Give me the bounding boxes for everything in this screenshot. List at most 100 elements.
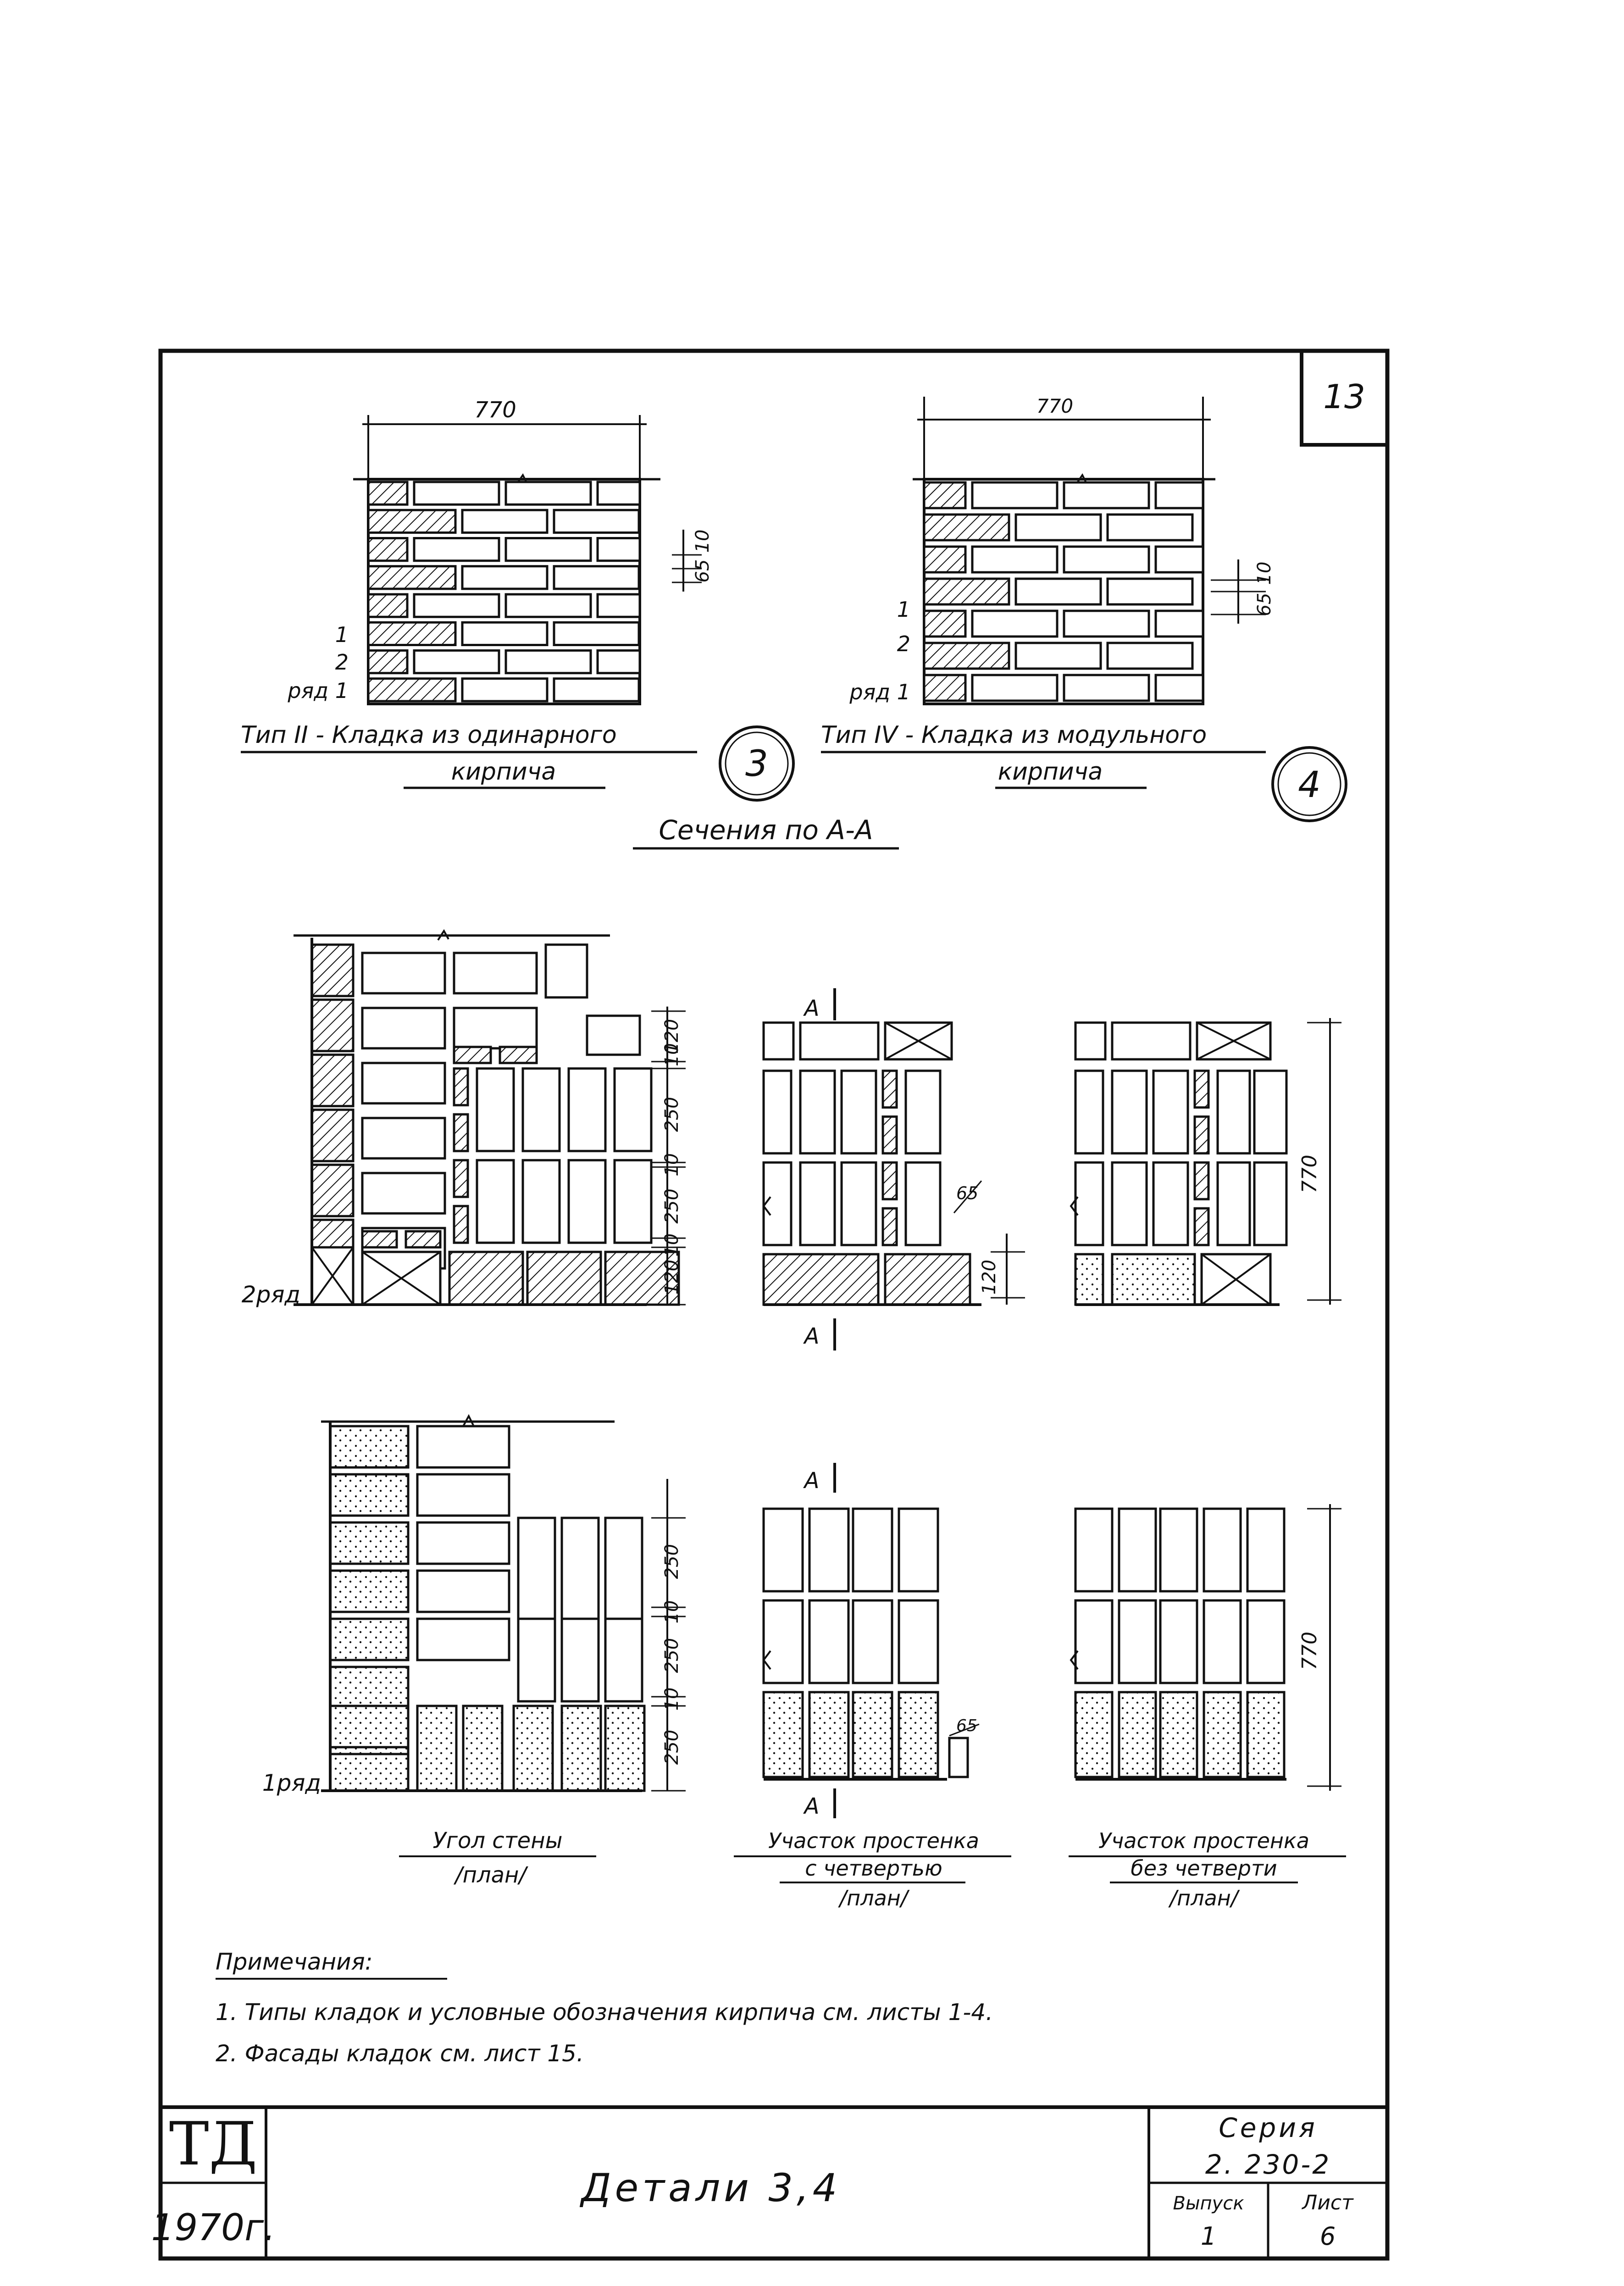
- brick: [453, 1007, 538, 1050]
- corner1-dim: 10: [661, 1600, 682, 1624]
- d3-row-label: ряд 1: [287, 678, 349, 703]
- brick-dotted: [1074, 1691, 1114, 1778]
- brick-dotted: [1118, 1691, 1157, 1778]
- brick: [416, 1569, 510, 1613]
- brick-dotted: [329, 1753, 410, 1792]
- d4-brick-wall: [923, 478, 1204, 705]
- brick: [1063, 674, 1150, 702]
- brick: [852, 1599, 893, 1684]
- brick-cut: [367, 481, 409, 506]
- brick: [1159, 1507, 1198, 1593]
- brick-cut: [367, 593, 409, 618]
- brick: [361, 1117, 446, 1160]
- brick: [1014, 642, 1102, 670]
- d4-title-line2: кирпича: [998, 758, 1103, 786]
- brick: [1111, 1161, 1148, 1246]
- brick-dotted: [808, 1691, 850, 1778]
- brick-dotted: [604, 1705, 646, 1792]
- brick: [1111, 1069, 1148, 1155]
- brick: [1253, 1161, 1288, 1246]
- svg-text:/план/: /план/: [453, 1862, 528, 1888]
- brick-cut: [1193, 1207, 1210, 1246]
- brick-dotted: [329, 1666, 410, 1710]
- cross-line: [361, 1251, 441, 1306]
- brick-dotted: [329, 1521, 410, 1565]
- brick-dotted: [416, 1705, 458, 1792]
- title-block: ТД 1970г. Детали 3,4 Серия 2. 230-2 Выпу…: [151, 2105, 1387, 2258]
- corner2-dim: 250: [661, 1097, 682, 1132]
- brick: [416, 1473, 510, 1517]
- brick: [596, 649, 641, 675]
- brick-dotted: [560, 1705, 602, 1792]
- brick: [361, 1062, 446, 1105]
- brick-dotted: [329, 1425, 410, 1469]
- svg-text:Участок простенка: Участок простенка: [768, 1828, 979, 1853]
- brick: [1074, 1021, 1107, 1061]
- noquarter-plan-row2: 770: [1070, 1018, 1341, 1306]
- brick: [762, 1161, 793, 1246]
- brick: [461, 565, 549, 590]
- brick: [1074, 1507, 1114, 1593]
- tick-line: [949, 1723, 980, 1737]
- brick-hatched: [310, 943, 355, 997]
- brick: [1246, 1507, 1286, 1593]
- corner2-dim: 10: [661, 1043, 682, 1067]
- year: 1970г.: [151, 2206, 275, 2249]
- brick-dotted: [1111, 1253, 1196, 1306]
- cross-line: [311, 1246, 354, 1306]
- brick: [762, 1507, 804, 1593]
- svg-text:Угол стены: Угол стены: [433, 1828, 563, 1854]
- brick-cut: [923, 674, 967, 702]
- brick-cut: [453, 1205, 469, 1244]
- brick-hatched: [310, 1053, 355, 1107]
- brick: [840, 1069, 877, 1155]
- brick: [553, 565, 640, 590]
- brick: [840, 1161, 877, 1246]
- brick: [808, 1599, 850, 1684]
- note-2: 2. Фасады кладок см. лист 15.: [216, 2040, 584, 2067]
- brick: [1063, 545, 1150, 574]
- cut-mark-a-bottom-2: А: [803, 1323, 820, 1349]
- brick: [361, 1007, 446, 1050]
- brick: [1106, 577, 1194, 606]
- svg-text:с четвертью: с четвертью: [805, 1856, 942, 1881]
- brick: [413, 481, 500, 506]
- brick: [762, 1021, 795, 1061]
- brick-cut: [923, 577, 1010, 606]
- brick-dotted: [1246, 1691, 1286, 1778]
- brick: [1111, 1021, 1192, 1061]
- caption-quarter: Участок простенка с четвертью /план/: [734, 1828, 1011, 1910]
- brick: [948, 1737, 969, 1778]
- noquarter-plan-row1: 770: [1070, 1504, 1341, 1791]
- corner1-dim: 250: [661, 1730, 682, 1765]
- quarter-plan-row2: А А 65 120: [762, 988, 1025, 1351]
- brick: [504, 481, 592, 506]
- brick-cut: [367, 537, 409, 562]
- brick: [971, 609, 1059, 638]
- brick: [1014, 513, 1102, 542]
- d4-row-1: 1: [897, 597, 910, 622]
- corner1-dim: 250: [661, 1638, 682, 1673]
- quarter2-dim-120: 120: [979, 1260, 1000, 1295]
- brick: [461, 621, 549, 646]
- issue-label: Выпуск: [1173, 2193, 1244, 2214]
- brick-hatched: [310, 1108, 355, 1162]
- brick-cut: [361, 1230, 398, 1249]
- brick: [852, 1507, 893, 1593]
- brick-cut: [923, 513, 1010, 542]
- brick: [517, 1617, 556, 1703]
- notes: Примечания: 1. Типы кладок и условные об…: [216, 1948, 993, 2067]
- d3-row-2: 2: [335, 650, 349, 675]
- brick: [504, 593, 592, 618]
- brick: [1152, 1069, 1189, 1155]
- cross-line: [1201, 1253, 1271, 1306]
- brick: [762, 1069, 793, 1155]
- d3-dim-770: 770: [474, 397, 516, 423]
- brick: [971, 545, 1059, 574]
- brick: [1253, 1069, 1288, 1155]
- d3-dim-10: 10: [692, 530, 713, 553]
- brick: [1203, 1599, 1242, 1684]
- series-value: 2. 230-2: [1205, 2149, 1331, 2180]
